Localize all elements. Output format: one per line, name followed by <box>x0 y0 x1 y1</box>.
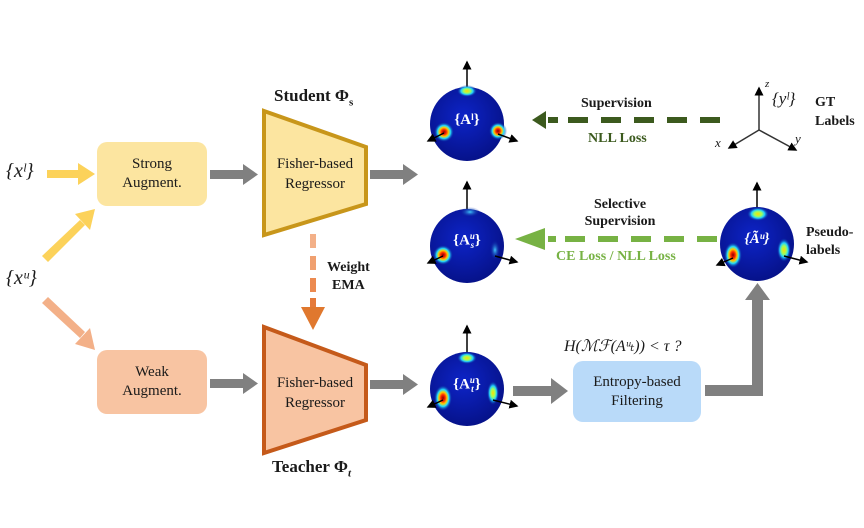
student-regressor-shape <box>262 108 368 238</box>
ema-line1: Weight <box>327 260 370 275</box>
teacher-title-text: Teacher Φ <box>272 457 348 476</box>
gt-labels-text: GT Labels <box>815 93 855 131</box>
sphere-student-sub: s <box>470 240 475 250</box>
gt-axis-y: y <box>795 131 801 146</box>
supervision-arrow <box>532 111 720 129</box>
strong-augment-line1: Strong <box>131 156 172 172</box>
teacher-title-subscript: t <box>347 467 352 480</box>
input-labeled-label: {xˡ} <box>6 160 34 182</box>
sphere-student-sup: u <box>469 231 475 241</box>
sphere-student-base: {A <box>453 232 470 249</box>
arrow-filter-to-pseudo <box>705 283 770 396</box>
arrow-weak-to-teacher <box>210 373 258 394</box>
strong-augment-line2: Augment. <box>122 175 182 191</box>
ema-arrow <box>301 234 325 330</box>
filter-line2: Filtering <box>611 392 663 409</box>
sphere-teacher-unlabeled <box>426 324 519 426</box>
teacher-regressor-shape <box>262 324 368 456</box>
sphere-teacher-sub: t <box>471 384 474 394</box>
arrow-student-to-sphere <box>370 164 418 185</box>
gt-axes <box>727 86 798 151</box>
arrow-xu-to-strong <box>42 209 95 262</box>
gt-set-label: {yˡ} <box>772 89 796 108</box>
arrow-sphere-to-filter <box>513 378 568 404</box>
arrow-teacher-to-sphere <box>370 374 418 395</box>
arrow-xl-to-strong <box>47 163 95 185</box>
sphere-student-unlabeled <box>426 180 519 283</box>
weak-augment-box: Weak Augment. <box>97 350 207 414</box>
weak-augment-line2: Augment. <box>122 383 182 399</box>
gt-line1: GT <box>815 95 836 110</box>
supervision-title: Supervision <box>581 96 652 111</box>
sphere-pseudo-labels <box>715 181 809 281</box>
weak-augment-line1: Weak <box>135 364 169 380</box>
entropy-filter-box: Entropy-based Filtering <box>573 361 701 422</box>
selective-supervision-title: Selective Supervision <box>580 196 660 230</box>
sphere-pseudo-text: {Ãᵘ} <box>744 231 770 247</box>
sphere-labeled-text: {Aˡ} <box>454 112 480 128</box>
student-regressor-line1: Fisher-based <box>276 156 354 172</box>
gt-axis-z: z <box>765 78 770 90</box>
supervision-loss: NLL Loss <box>588 131 647 146</box>
arrow-strong-to-student <box>210 164 258 185</box>
entropy-condition: H(ℳℱ(Aᵘₜ)) < τ ? <box>564 338 682 355</box>
sphere-teacher-sup: u <box>469 375 475 385</box>
sphere-labeled-prediction <box>426 60 519 161</box>
pseudo-line2: labels <box>806 243 841 258</box>
selective-supervision-loss: CE Loss / NLL Loss <box>556 249 676 264</box>
ema-label: Weight EMA <box>327 259 370 295</box>
strong-augment-box: Strong Augment. <box>97 142 207 206</box>
student-title-text: Student Φ <box>274 86 350 105</box>
selective-line2: Supervision <box>584 214 656 229</box>
teacher-title: Teacher Φt <box>272 457 351 479</box>
input-unlabeled-label: {xᵘ} <box>6 267 37 289</box>
teacher-regressor-line1: Fisher-based <box>276 375 354 391</box>
selective-line1: Selective <box>593 197 647 212</box>
student-regressor-label: Fisher-based Regressor <box>260 154 370 194</box>
filter-line1: Entropy-based <box>593 373 681 390</box>
student-title-subscript: s <box>349 96 354 109</box>
teacher-regressor-label: Fisher-based Regressor <box>260 373 370 413</box>
ema-line2: EMA <box>332 278 365 293</box>
sphere-teacher-base: {A <box>453 376 470 393</box>
pseudo-line1: Pseudo- <box>806 225 854 240</box>
selective-supervision-arrow <box>515 228 717 250</box>
arrow-xu-to-weak <box>42 297 95 350</box>
gt-line2: Labels <box>815 114 855 129</box>
student-title: Student Φs <box>274 86 353 108</box>
teacher-regressor-line2: Regressor <box>285 395 345 411</box>
student-regressor-line2: Regressor <box>285 176 345 192</box>
pseudo-labels-text: Pseudo- labels <box>806 224 853 260</box>
gt-axis-x: x <box>715 135 721 150</box>
